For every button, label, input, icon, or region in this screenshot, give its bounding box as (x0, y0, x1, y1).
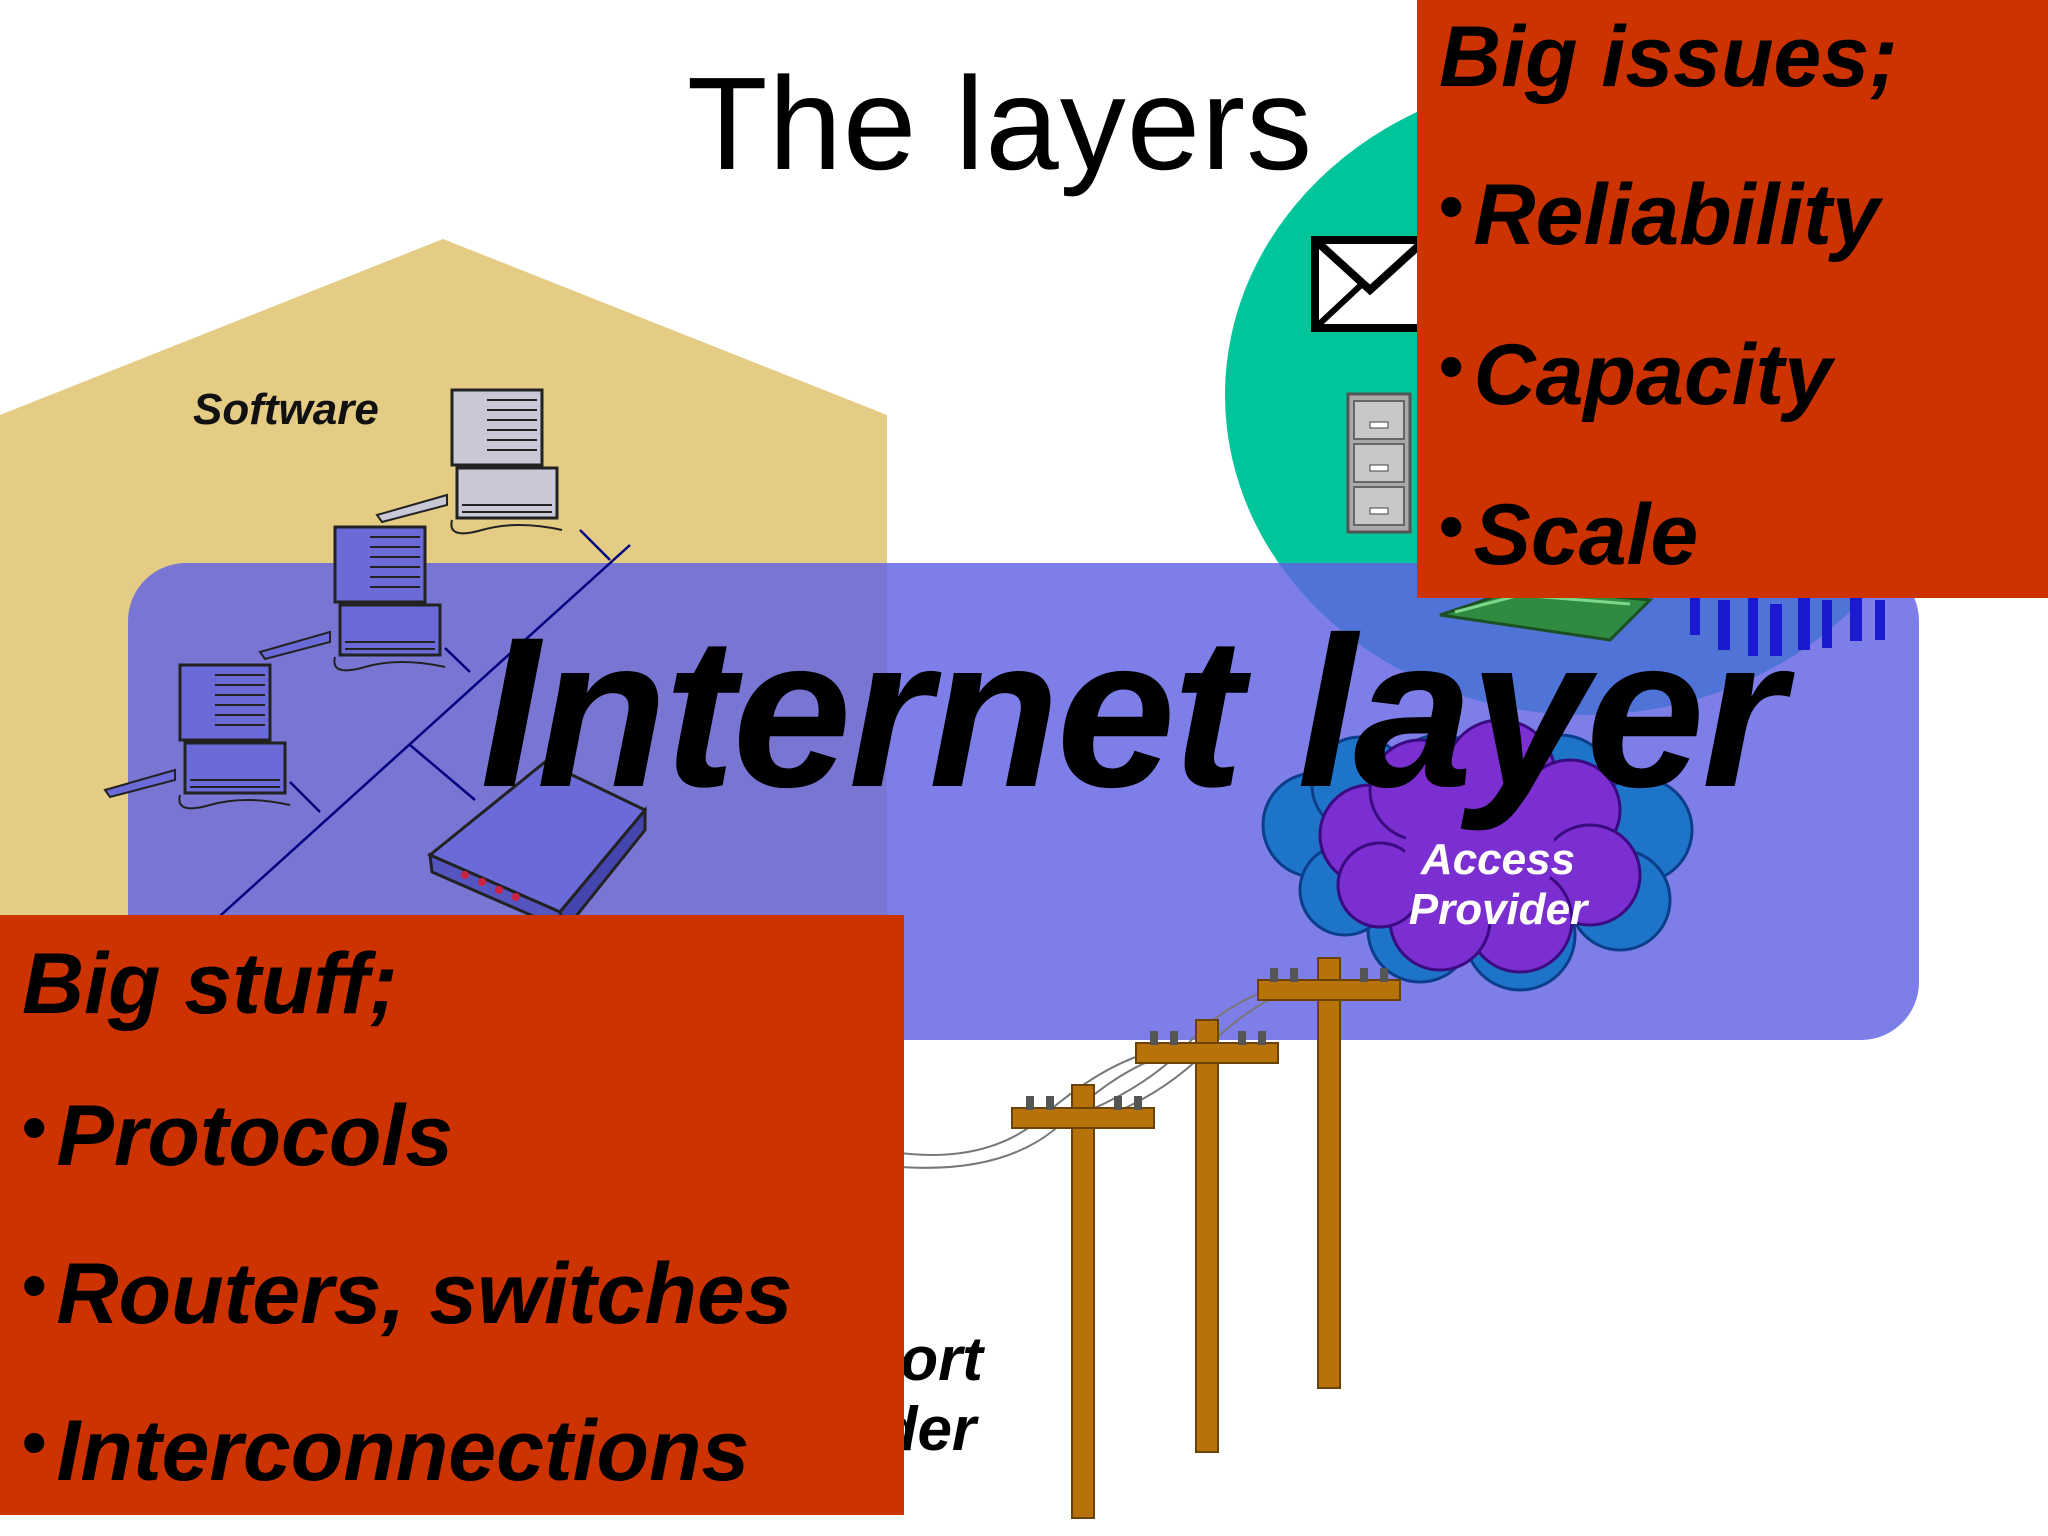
utility-pole-icon (1257, 957, 1401, 1389)
big-stuff-box: Big stuff; •Protocols •Routers, switches… (0, 915, 904, 1515)
computer-icon (103, 663, 291, 810)
big-issues-heading: Big issues; (1439, 9, 1898, 105)
big-stuff-heading: Big stuff; (22, 936, 398, 1032)
computer-icon (375, 388, 563, 535)
internet-layer-label: Internet layer (480, 593, 1785, 832)
bullet-icon: • (1439, 487, 1464, 565)
big-stuff-item: •Interconnections (22, 1402, 749, 1501)
bullet-icon: • (22, 1088, 47, 1166)
software-label: Software (193, 385, 379, 434)
utility-pole-icon (1011, 1084, 1155, 1519)
envelope-icon (1311, 236, 1429, 332)
access-provider-line: Provider (1408, 885, 1588, 934)
big-issues-box: Big issues; •Reliability •Capacity •Scal… (1417, 0, 2048, 598)
file-cabinet-icon (1346, 392, 1412, 534)
modem-icon (427, 760, 648, 934)
big-issues-item-text: Capacity (1473, 327, 1833, 423)
big-stuff-item: •Protocols (22, 1087, 453, 1186)
utility-pole-icon (1135, 1019, 1279, 1453)
bullet-icon: • (1439, 327, 1464, 405)
computer-icon (258, 525, 446, 672)
cloud-icon (1261, 718, 1694, 992)
big-issues-item-text: Scale (1473, 487, 1699, 583)
page-title: The layers (686, 50, 1314, 197)
big-stuff-item-text: Protocols (56, 1088, 454, 1184)
big-stuff-item-text: Interconnections (56, 1403, 750, 1499)
bullet-icon: • (1439, 167, 1464, 245)
big-issues-item: •Reliability (1439, 166, 1880, 265)
big-issues-item: •Capacity (1439, 326, 1832, 425)
big-issues-item: •Scale (1439, 486, 1698, 585)
access-provider-label: Access Provider (1380, 835, 1616, 935)
access-provider-line: Access (1420, 835, 1576, 884)
bullet-icon: • (22, 1246, 47, 1324)
lan-cable (209, 529, 631, 926)
people-icon (1690, 595, 1885, 656)
big-issues-item-text: Reliability (1473, 167, 1880, 263)
bullet-icon: • (22, 1403, 47, 1481)
big-stuff-item-text: Routers, switches (56, 1246, 793, 1342)
big-stuff-item: •Routers, switches (22, 1245, 793, 1344)
